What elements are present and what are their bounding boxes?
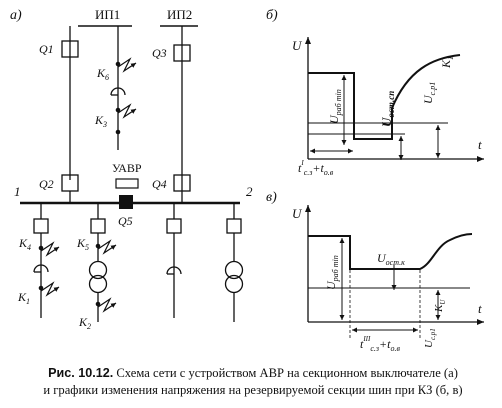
graph-b-u-work-label: Uраб min	[327, 89, 343, 124]
uavr-label: УАВР	[112, 161, 142, 175]
fault-k3-label: K3	[94, 113, 107, 129]
graph-b-voltage-curve	[308, 54, 461, 140]
fault-k6-zigzag	[117, 57, 137, 73]
outgoing-feeder-4	[224, 203, 244, 322]
graph-c-voltage-curve	[308, 233, 473, 270]
graph-c-u-work-label: Uраб min	[324, 255, 340, 290]
graph-b-k1-label: K1	[439, 56, 455, 69]
breaker-q3-label: Q3	[152, 46, 167, 60]
breaker-q3	[173, 44, 191, 62]
breaker-q1-label: Q1	[39, 42, 54, 56]
fault-k5-label: K5	[76, 236, 89, 252]
graph-b-u-set-label: Uс.р1	[421, 82, 437, 104]
fault-k6-label: K6	[96, 66, 109, 82]
breaker-q2-label: Q2	[39, 177, 54, 191]
outgoing-feeder-3	[166, 203, 182, 318]
source-ip1-label: ИП1	[95, 7, 120, 22]
schematic: а) ИП1 ИП2 Q1 Q2 K6 K3 Q3 Q4 1 2	[10, 7, 253, 331]
outgoing-feeder-2: K5 K2	[76, 203, 117, 331]
graph-b-t-axis-label: t	[478, 137, 482, 152]
fault-k4-label: K4	[18, 236, 31, 252]
outgoing-feeder-1: K4 K1	[17, 203, 60, 318]
graph-c-t-axis-label: t	[478, 301, 482, 316]
graph-c-u-axis-label: U	[292, 206, 303, 221]
sectional-breaker-q5	[119, 195, 133, 209]
breaker-q1	[61, 40, 79, 58]
graph-b-u-res-label: Uост.сп	[379, 91, 396, 127]
caption-line-2: и графики изменения напряжения на резерв…	[43, 383, 463, 397]
panel-b-label: б)	[266, 8, 278, 23]
graph-b-time-label: tIс.з+tо.в	[298, 159, 334, 177]
panel-c-label: в)	[266, 190, 277, 205]
graph-b: б) U t Uраб min Uост.сп Uс.р1 K1 tIс.з+t…	[266, 8, 484, 177]
bus-section-1-label: 1	[14, 184, 21, 199]
breaker-q4	[173, 174, 191, 192]
source-ip2-label: ИП2	[167, 7, 192, 22]
breaker-q4-label: Q4	[152, 177, 167, 191]
graph-b-u-axis-label: U	[292, 38, 303, 53]
panel-a-label: а)	[10, 8, 22, 23]
caption-label: Рис. 10.12.	[48, 366, 114, 380]
fault-k2-label: K2	[78, 315, 91, 331]
graph-c-u-res-label: Uост.к	[377, 251, 405, 267]
figure: а) ИП1 ИП2 Q1 Q2 K6 K3 Q3 Q4 1 2	[10, 7, 484, 353]
transformer-winding-1	[88, 260, 108, 280]
bus-section-2-label: 2	[246, 184, 253, 199]
reactor-symbol	[110, 87, 126, 96]
graph-c: в) U t Uраб min Uост.к Uс.р1 KU tIIIс.з+…	[266, 190, 484, 353]
figure-caption: Рис. 10.12. Схема сети с устройством АВР…	[8, 365, 498, 399]
caption-line-1: Рис. 10.12. Схема сети с устройством АВР…	[48, 366, 458, 380]
sectional-breaker-q5-label: Q5	[118, 214, 133, 228]
fault-k3-zigzag	[117, 103, 137, 119]
graph-c-u-set-label: Uс.р1	[423, 328, 437, 348]
graph-c-ku-label: KU	[433, 299, 447, 313]
graph-c-time-label: tIIIс.з+tо.в	[360, 335, 400, 353]
fault-k1-label: K1	[17, 290, 30, 306]
uavr-device	[115, 178, 139, 189]
